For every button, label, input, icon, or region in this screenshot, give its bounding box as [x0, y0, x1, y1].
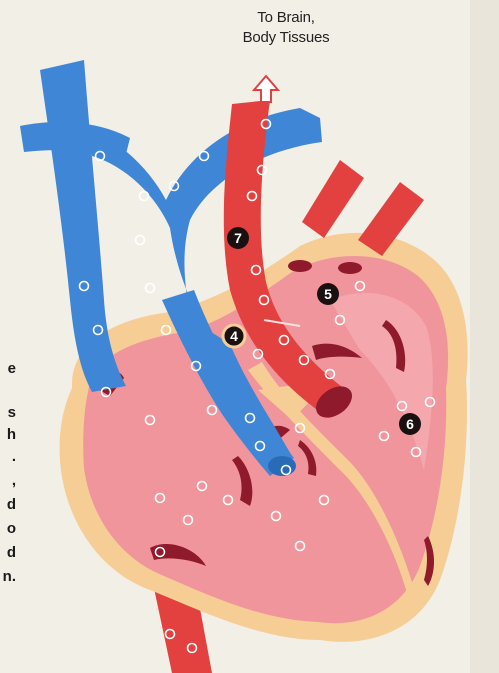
- blood-cell: [136, 236, 145, 245]
- svg-text:5: 5: [324, 286, 332, 302]
- left-text-fragment: h: [0, 426, 16, 443]
- left-text-fragment: d: [0, 544, 16, 561]
- up-arrow-icon: [254, 76, 278, 102]
- blood-cell: [140, 192, 149, 201]
- destination-label-line1: To Brain,: [228, 8, 344, 28]
- marker-4: 4: [223, 325, 245, 347]
- left-text-fragment: o: [0, 520, 16, 537]
- left-text-fragment: s: [0, 404, 16, 421]
- svg-text:4: 4: [230, 328, 238, 344]
- destination-label: To Brain, Body Tissues: [228, 8, 344, 48]
- blood-cell: [146, 284, 155, 293]
- svg-text:7: 7: [234, 230, 242, 246]
- page-edge-shade: [470, 0, 499, 673]
- left-text-fragment: n.: [0, 568, 16, 585]
- marker-7: 7: [227, 227, 249, 249]
- marker-6: 6: [399, 413, 421, 435]
- left-text-fragment: ,: [0, 472, 16, 489]
- marker-5: 5: [317, 283, 339, 305]
- svg-text:6: 6: [406, 416, 414, 432]
- left-text-fragment: e: [0, 360, 16, 377]
- destination-label-line2: Body Tissues: [228, 28, 344, 48]
- left-text-fragment: d: [0, 496, 16, 513]
- left-text-fragment: .: [0, 448, 16, 465]
- pulmonary-artery-1: [302, 160, 364, 238]
